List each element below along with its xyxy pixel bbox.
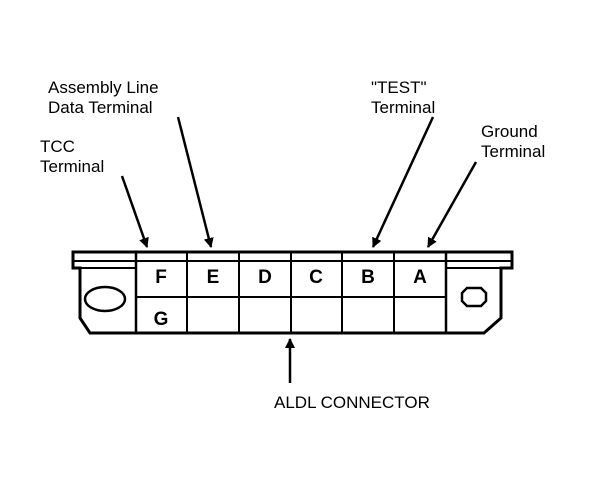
assembly-line-data-terminal-label: Assembly Line Data Terminal <box>48 78 163 117</box>
assembly-label-line2: Data Terminal <box>48 98 153 117</box>
ground-label-line2: Terminal <box>481 142 545 161</box>
pin-c: C <box>309 267 323 288</box>
pin-d: D <box>258 267 272 288</box>
tcc-terminal-arrow <box>120 175 149 248</box>
test-terminal-label: "TEST" Terminal <box>371 78 435 117</box>
pin-a: A <box>413 267 427 288</box>
ground-terminal-label: Ground Terminal <box>481 122 545 161</box>
pin-b: B <box>361 267 375 288</box>
aldl-connector-label: ALDL CONNECTOR <box>274 393 430 412</box>
test-terminal-arrow <box>371 116 435 248</box>
test-label-line1: "TEST" <box>371 78 427 97</box>
ground-label-line1: Ground <box>481 122 538 141</box>
tcc-label-line2: Terminal <box>40 157 104 176</box>
tcc-terminal-label: TCC Terminal <box>40 137 104 176</box>
assembly-label-line1: Assembly Line <box>48 78 159 97</box>
pin-g: G <box>154 309 169 330</box>
right-mounting-hole <box>460 286 488 308</box>
tcc-label-line1: TCC <box>40 137 75 156</box>
ground-terminal-arrow <box>426 161 478 248</box>
connector-body <box>71 250 514 335</box>
test-label-line2: Terminal <box>371 98 435 117</box>
assembly-line-data-terminal-arrow <box>176 116 214 248</box>
left-mounting-hole <box>83 285 127 313</box>
pin-f: F <box>155 267 167 288</box>
pin-e: E <box>207 267 220 288</box>
